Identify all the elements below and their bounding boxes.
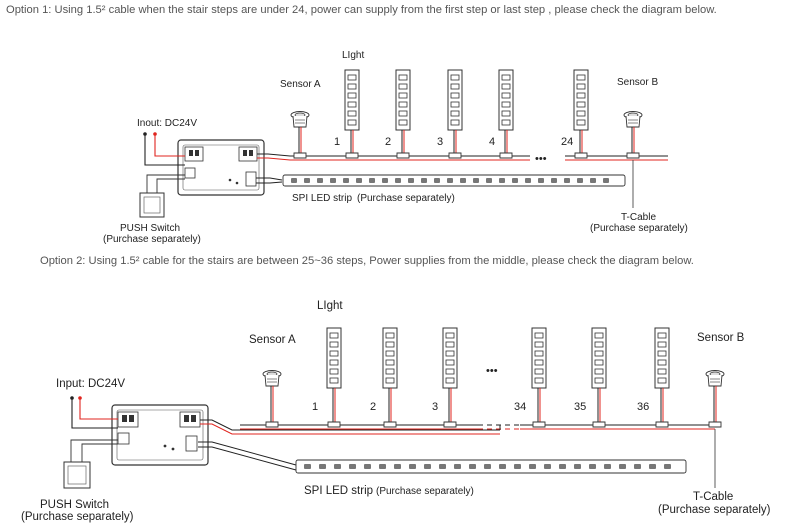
option1-step-4: 4 bbox=[489, 136, 495, 148]
option2-step-35: 35 bbox=[574, 401, 586, 413]
option2-ellipsis: ••• bbox=[486, 365, 498, 377]
option1-input-label: Inout: DC24V bbox=[137, 118, 197, 129]
option2-step-1: 1 bbox=[312, 401, 318, 413]
option2-diagram: LIght Sensor A Sensor B Input: DC24V 1 2… bbox=[21, 300, 771, 523]
option1-step-24: 24 bbox=[561, 136, 573, 148]
option2-light-34-icon bbox=[531, 327, 547, 389]
option2-input-label: Input: DC24V bbox=[56, 378, 125, 390]
option2-light-label: LIght bbox=[317, 300, 343, 312]
option2-sensor-b-label: Sensor B bbox=[697, 332, 745, 344]
option2-tcable-label: T-Cable bbox=[693, 491, 733, 503]
option1-switch-label: PUSH Switch bbox=[120, 223, 180, 234]
option2-step-36: 36 bbox=[637, 401, 649, 413]
option1-step-2: 2 bbox=[385, 136, 391, 148]
option1-switch-note: (Purchase separately) bbox=[103, 234, 201, 245]
option1-light-24-icon bbox=[573, 69, 589, 131]
option1-light-1-icon bbox=[344, 69, 360, 131]
option2-switch-note: (Purchase separately) bbox=[21, 511, 134, 523]
option1-sensor-a-label: Sensor A bbox=[280, 79, 321, 90]
option1-diagram: LIght Sensor A Sensor B Inout: DC24V 1 2… bbox=[103, 50, 688, 245]
option1-sensor-b-label: Sensor B bbox=[617, 77, 658, 88]
option1-step-1: 1 bbox=[334, 136, 340, 148]
option1-light-3-icon bbox=[447, 69, 463, 131]
option2-sensor-b-icon bbox=[705, 370, 725, 387]
option1-sensor-b-icon bbox=[623, 111, 643, 128]
option1-tcable-label: T-Cable bbox=[621, 212, 656, 223]
option2-step-3: 3 bbox=[432, 401, 438, 413]
option1-light-4-icon bbox=[498, 69, 514, 131]
option2-step-2: 2 bbox=[370, 401, 376, 413]
option1-ellipsis: ••• bbox=[535, 153, 547, 165]
option2-light-36-icon bbox=[654, 327, 670, 389]
option1-light-2-icon bbox=[395, 69, 411, 131]
option2-sensor-a-icon bbox=[262, 370, 282, 387]
option1-controller bbox=[177, 139, 265, 196]
option1-strip-label: SPI LED strip bbox=[292, 193, 352, 204]
option2-light-35-icon bbox=[591, 327, 607, 389]
option2-light-2-icon bbox=[382, 327, 398, 389]
option1-caption: Option 1: Using 1.5² cable when the stai… bbox=[6, 4, 717, 16]
option2-strip-label: SPI LED strip bbox=[304, 485, 373, 497]
option1-sensor-a-icon bbox=[290, 111, 310, 128]
option1-step-3: 3 bbox=[437, 136, 443, 148]
option1-led-strip bbox=[282, 174, 626, 187]
option1-light-label: LIght bbox=[342, 50, 364, 61]
option2-light-1-icon bbox=[326, 327, 342, 389]
option2-switch-label: PUSH Switch bbox=[40, 499, 109, 511]
option2-step-34: 34 bbox=[514, 401, 526, 413]
option2-light-3-icon bbox=[442, 327, 458, 389]
option2-tcable-note: (Purchase separately) bbox=[658, 504, 771, 516]
option2-caption: Option 2: Using 1.5² cable for the stair… bbox=[40, 255, 694, 267]
option2-sensor-a-label: Sensor A bbox=[249, 334, 296, 346]
option1-tcable-note: (Purchase separately) bbox=[590, 223, 688, 234]
option2-controller bbox=[111, 404, 209, 466]
option1-strip-note: (Purchase separately) bbox=[357, 193, 455, 204]
option2-strip-note: (Purchase separately) bbox=[376, 486, 474, 497]
